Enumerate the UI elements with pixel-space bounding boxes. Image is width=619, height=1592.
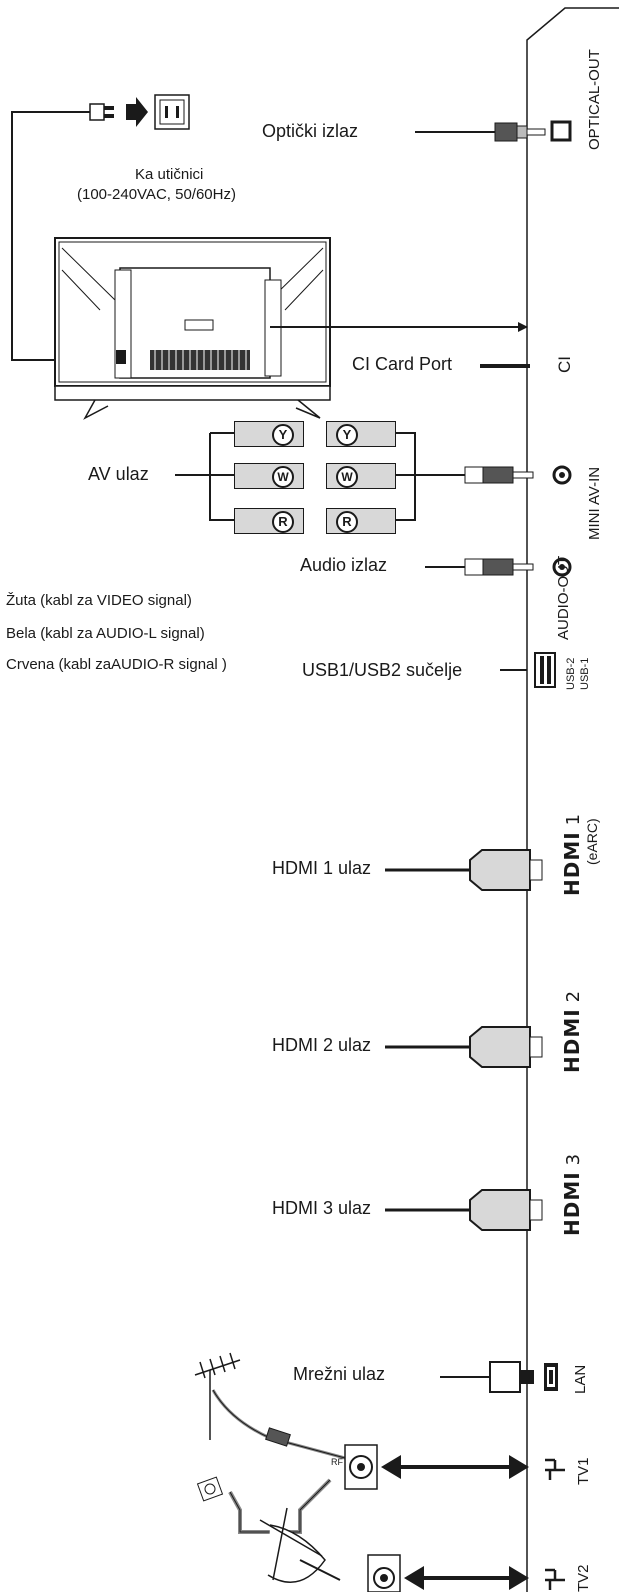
tv1-port-label: TV1 bbox=[575, 1457, 592, 1485]
usb1-port-label: USB-1 bbox=[579, 657, 591, 690]
tv2-port-label: TV2 bbox=[575, 1564, 592, 1592]
wall-outlet-icon bbox=[154, 94, 190, 130]
hdmi3-port-label: HDMI 3 bbox=[560, 1153, 584, 1236]
optical-cable bbox=[415, 122, 546, 142]
hdmi3-cable bbox=[385, 1189, 543, 1231]
tv1-port-icon bbox=[545, 1458, 565, 1480]
satellite-socket-icon bbox=[367, 1554, 401, 1592]
rca-letter-right-y: Y bbox=[336, 424, 358, 446]
arrow-right-icon bbox=[126, 97, 148, 127]
ci-card-line bbox=[480, 364, 530, 368]
rca-plug-right-w bbox=[326, 463, 396, 489]
satellite-dish-icon bbox=[259, 1507, 341, 1583]
hdmi-logo-text: HDMI bbox=[560, 831, 584, 896]
av-in-label: AV ulaz bbox=[88, 464, 149, 484]
audio-out-plug bbox=[464, 558, 534, 576]
rca-letter-left-r: R bbox=[272, 511, 294, 533]
legend-yellow: Žuta (kabl za VIDEO signal) bbox=[6, 592, 192, 609]
rca-letter-right-w: W bbox=[336, 466, 358, 488]
usb-label: USB1/USB2 sučelje bbox=[302, 660, 463, 680]
mini-av-plug bbox=[464, 466, 534, 484]
rf-loop-cable bbox=[196, 1476, 332, 1534]
optical-port-label: OPTICAL-OUT bbox=[586, 49, 603, 150]
rca-plug-left-w bbox=[234, 463, 304, 489]
hdmi1-label: HDMI 1 ulaz bbox=[272, 858, 372, 878]
legend-red: Crvena (kabl zaAUDIO-R signal ) bbox=[6, 656, 227, 673]
ci-card-label: CI Card Port bbox=[352, 354, 453, 374]
power-label-line2: (100-240VAC, 50/60Hz) bbox=[77, 186, 236, 203]
hdmi-logo-text: HDMI bbox=[560, 1008, 584, 1073]
hdmi1-port-label: HDMI 1 bbox=[560, 813, 584, 896]
rf-socket-icon bbox=[344, 1444, 378, 1490]
power-label-line1: Ka utičnici bbox=[135, 166, 204, 183]
optical-port-icon bbox=[550, 120, 572, 142]
rca-letter-left-w: W bbox=[272, 466, 294, 488]
hdmi-logo-text: HDMI bbox=[560, 1171, 584, 1236]
lan-port-icon bbox=[544, 1363, 558, 1391]
tv-side-panel bbox=[526, 7, 619, 1592]
rca-letter-right-r: R bbox=[336, 511, 358, 533]
hdmi3-label: HDMI 3 ulaz bbox=[272, 1198, 372, 1218]
hdmi1-number: 1 bbox=[563, 812, 584, 826]
usb2-port-label: USB-2 bbox=[565, 657, 577, 690]
rf-label: RF bbox=[331, 1457, 343, 1467]
antenna-cable bbox=[211, 1389, 346, 1460]
lan-plug bbox=[489, 1361, 534, 1393]
hdmi1-earc-label: (eARC) bbox=[584, 818, 600, 865]
rca-letter-left-y: Y bbox=[272, 424, 294, 446]
hdmi2-number: 2 bbox=[563, 989, 584, 1003]
ci-port-label: CI bbox=[555, 356, 574, 373]
audio-out-port-label: AUDIO-OUT bbox=[555, 555, 572, 640]
lan-label: Mrežni ulaz bbox=[293, 1364, 386, 1384]
antenna-icon bbox=[194, 1352, 241, 1440]
legend-white: Bela (kabl za AUDIO-L signal) bbox=[6, 625, 205, 642]
rca-cables bbox=[175, 432, 480, 521]
optical-out-label: Optički izlaz bbox=[262, 121, 359, 141]
lan-port-label: LAN bbox=[572, 1364, 589, 1394]
hdmi2-label: HDMI 2 ulaz bbox=[272, 1035, 372, 1055]
tv2-port-icon bbox=[545, 1568, 565, 1590]
audio-out-label: Audio izlaz bbox=[300, 555, 388, 575]
hdmi1-cable bbox=[385, 849, 543, 891]
hdmi2-port-label: HDMI 2 bbox=[560, 990, 584, 1073]
hdmi3-number: 3 bbox=[563, 1152, 584, 1166]
mini-av-port-label: MINI AV-IN bbox=[586, 466, 603, 540]
hdmi2-cable bbox=[385, 1026, 543, 1068]
usb-port-icon bbox=[534, 652, 556, 688]
